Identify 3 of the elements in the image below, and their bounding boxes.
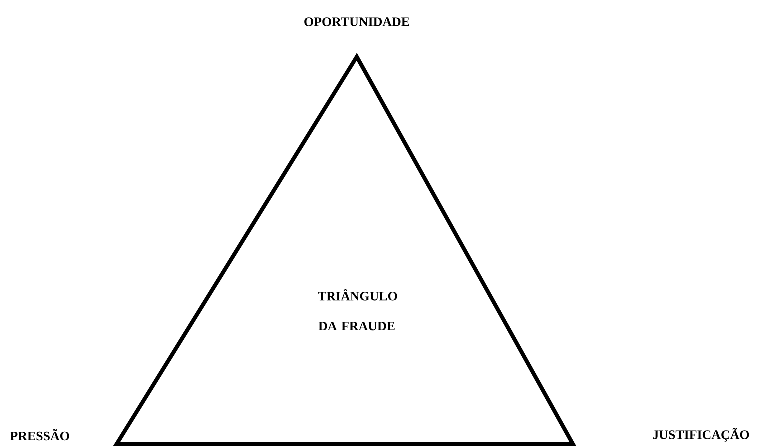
- vertex-label: PRESSÃO: [10, 429, 70, 441]
- vertex-label: JUSTIFICAÇÃO: [653, 428, 750, 442]
- vertex-label: OPORTUNIDADE: [304, 18, 410, 26]
